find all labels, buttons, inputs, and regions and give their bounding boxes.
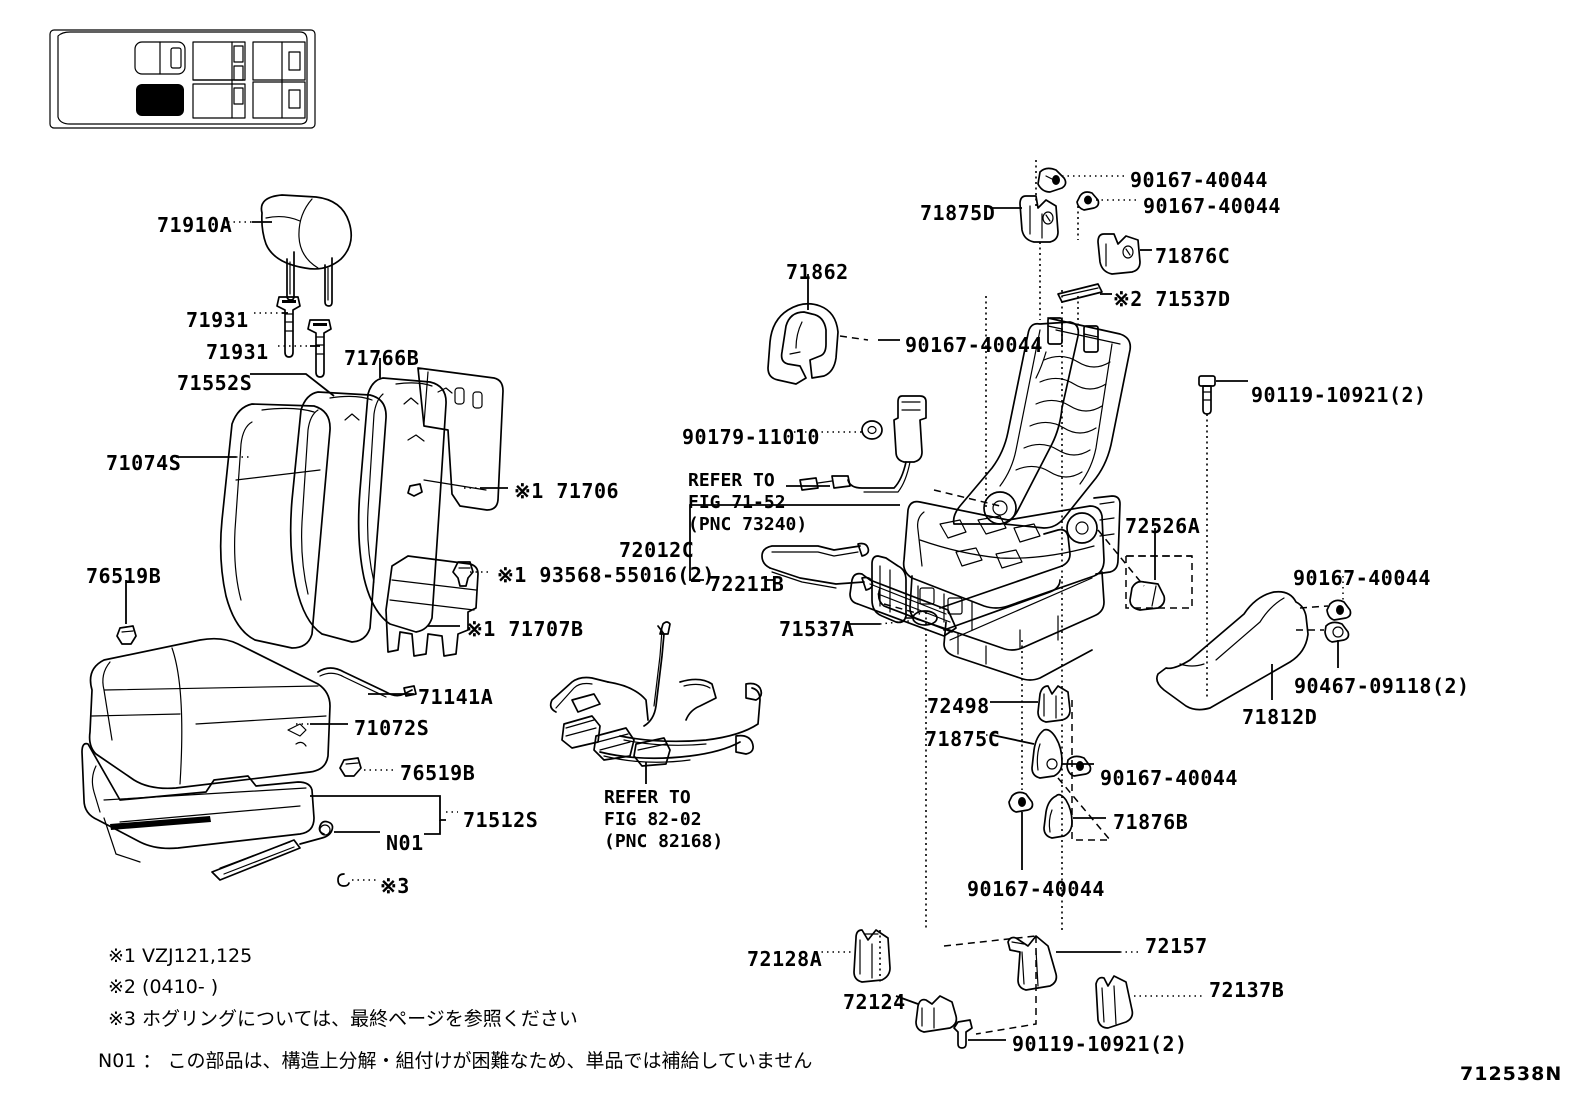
leader-lines [125,160,1344,1041]
note-2: ※2 (0410- ) [108,976,219,998]
armrest-71812D [1156,590,1309,711]
part-label-76519B-top: 76519B [86,564,162,588]
headrest-assembly [260,194,353,307]
part-label-71766B: 71766B [344,346,420,370]
part-label-72128A: 72128A [747,947,823,971]
part-label-90167-40044-t1: 90167-40044 [1130,168,1268,192]
part-label-71812D: 71812D [1242,705,1318,729]
part-label-76519B-bot: 76519B [400,761,476,785]
cap-72526A [1129,580,1166,611]
refer-fig-82-02: REFER TO FIG 82-02 (PNC 82168) [604,787,724,852]
part-label-71141A: 71141A [418,685,494,709]
bolt-90167-lower-2 [1008,791,1034,813]
seatback-assembly [219,367,504,657]
bolt-90467-armrest [1324,621,1350,643]
seat-frame-assembly [849,317,1132,681]
part-label-72526A: 72526A [1125,514,1201,538]
bracket-72498 [1037,685,1071,723]
part-label-71707B: ※1 71707B [466,617,584,641]
note-3: ※3 ホグリングについては、最終ページを参照ください [108,1008,578,1030]
note-n01: N01 ： この部品は、構造上分解・組付けが困難なため、単品では補給していません [98,1050,813,1072]
part-label-71552S: 71552S [177,371,253,395]
bracket-71876C [1097,233,1141,275]
part-label-90467-09118: 90467-09118(2) [1294,674,1470,698]
part-label-72137B: 72137B [1209,978,1285,1002]
part-label-90119-10921-r: 90119-10921(2) [1251,383,1427,407]
bolt-90119-bottom [953,1019,973,1049]
part-label-71875D: 71875D [920,201,996,225]
figure-code: 712538N [1460,1063,1563,1085]
seat-spring-wire [761,542,874,591]
bolt-90167-top-1 [1037,167,1067,193]
vehicle-top-view-key [49,29,316,129]
part-label-N01-callout: N01 [386,831,424,855]
part-label-71931a: 71931 [186,308,249,332]
part-label-72012C: 72012C [619,538,695,562]
part-label-90167-40044-b1: 90167-40044 [1100,766,1238,790]
headrest-guide-lower [307,319,332,378]
part-label-71931b: 71931 [206,340,269,364]
seat-belt-buckle-cover [767,302,839,385]
bracket-71875C [1031,728,1063,779]
shim-71537D [1057,283,1103,303]
part-label-90179-11010: 90179-11010 [682,425,820,449]
part-label-93568-55016: ※1 93568-55016(2) [497,563,715,587]
part-label-71910A: 71910A [157,213,233,237]
bracket-72128A [853,929,891,983]
part-label-72124: 72124 [843,990,906,1014]
part-label-71074S: 71074S [106,451,182,475]
bracket-72124 [915,995,958,1033]
part-label-71706: ※1 71706 [514,479,620,503]
bolt-90167-lower-1 [1066,755,1092,777]
bolt-90167-armrest [1326,599,1352,621]
part-label-90167-40044-b2: 90167-40044 [967,877,1105,901]
part-label-90167-40044-71862: 90167-40044 [905,333,1043,357]
part-label-71537D: ※2 71537D [1113,287,1231,311]
note-1: ※1 VZJ121,125 [108,945,253,967]
part-label-71876C: 71876C [1155,244,1231,268]
part-label-71876B: 71876B [1113,810,1189,834]
bracket-72137B [1095,975,1134,1029]
part-label-71875C: 71875C [925,727,1001,751]
part-label-71072S: 71072S [354,716,430,740]
bolt-90119-right [1198,375,1216,415]
part-label-90167-40044-arm: 90167-40044 [1293,566,1431,590]
headrest-guide-upper [276,296,301,358]
bracket-71875D [1019,195,1059,243]
part-label-71512S: 71512S [463,808,539,832]
part-label-90119-10921-b: 90119-10921(2) [1012,1032,1188,1056]
seat-cushion-assembly [81,625,417,887]
part-label-90167-40044-t2: 90167-40044 [1143,194,1281,218]
bracket-71876B [1043,793,1073,839]
part-label-hogring-mark: ※3 [380,874,410,898]
part-label-72211B: 72211B [709,572,785,596]
bracket-72157 [1007,935,1058,991]
bolt-90167-top-2 [1076,191,1100,211]
refer-fig-71-52: REFER TO FIG 71-52 (PNC 73240) [688,470,808,535]
part-label-72498: 72498 [927,694,990,718]
part-label-71537A: 71537A [779,617,855,641]
part-label-72157: 72157 [1145,934,1208,958]
part-label-71862: 71862 [786,260,849,284]
seat-wire-harness [549,621,763,784]
